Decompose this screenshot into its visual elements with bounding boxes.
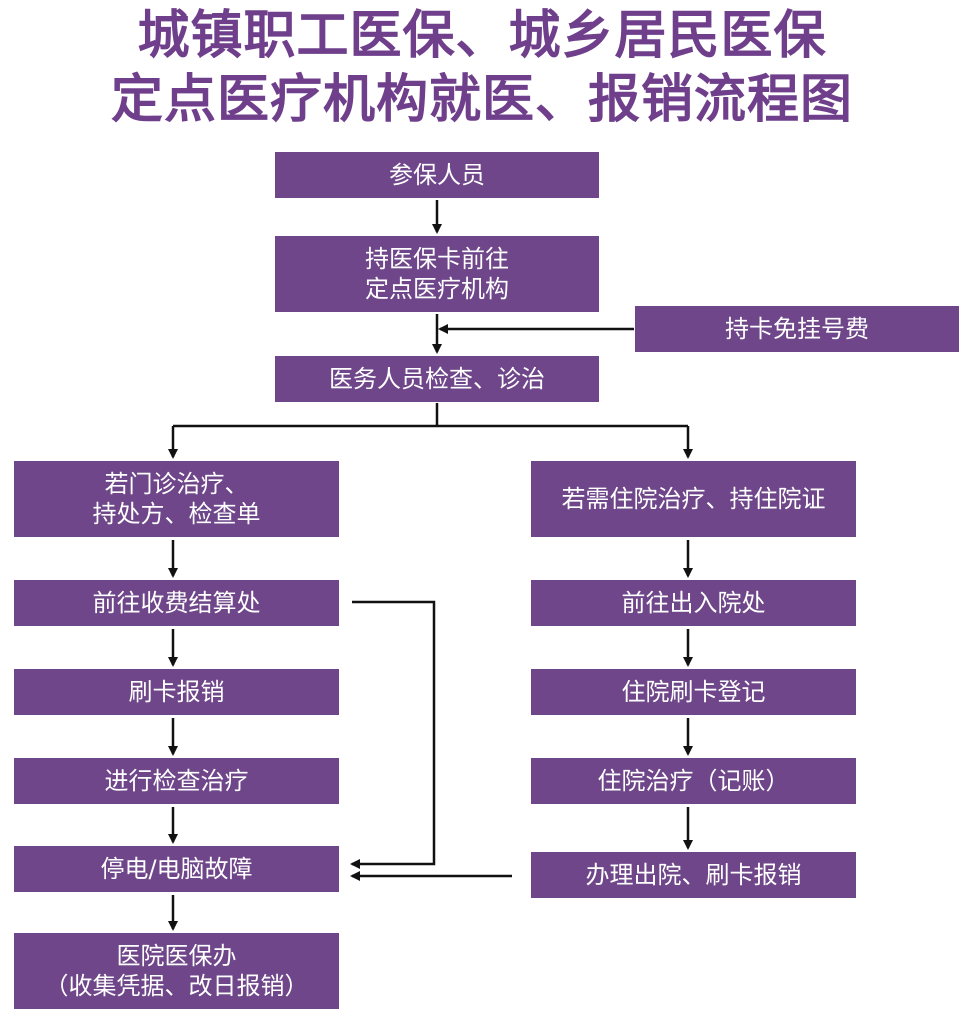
node-diagnose: 医务人员检查、诊治	[275, 356, 599, 402]
node-free-registration: 持卡免挂号费	[635, 306, 959, 352]
title-line-2: 定点医疗机构就医、报销流程图	[110, 70, 853, 130]
title-line-1: 城镇职工医保、城乡居民医保	[137, 6, 827, 66]
node-outpatient: 若门诊治疗、 持处方、检查单	[14, 461, 339, 537]
node-exam: 进行检查治疗	[14, 758, 339, 804]
node-discharge: 办理出院、刷卡报销	[531, 852, 856, 898]
connector-cashier-to-outage	[350, 600, 436, 869]
node-admission: 前往出入院处	[531, 580, 856, 626]
node-swipe: 刷卡报销	[14, 669, 339, 715]
node-cashier: 前往收费结算处	[14, 580, 339, 626]
node-insured: 参保人员	[275, 152, 599, 198]
node-office: 医院医保办 （收集凭据、改日报销）	[14, 933, 339, 1009]
node-go-clinic: 持医保卡前往 定点医疗机构	[275, 236, 599, 312]
node-register: 住院刷卡登记	[531, 669, 856, 715]
node-inpatient: 若需住院治疗、持住院证	[531, 461, 856, 537]
node-outage: 停电/电脑故障	[14, 846, 339, 892]
node-treat: 住院治疗（记账）	[531, 758, 856, 804]
